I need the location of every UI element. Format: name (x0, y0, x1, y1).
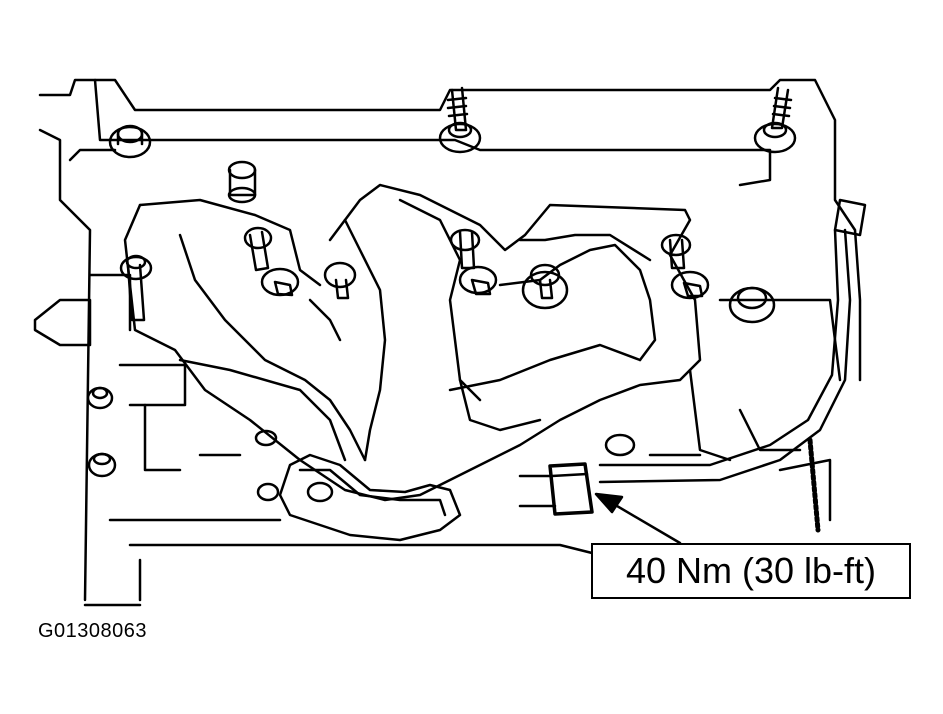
top-stud-right (753, 86, 797, 154)
manifold-stud-6 (660, 233, 710, 300)
manifold-stud-5 (521, 263, 569, 310)
engine-block-outline (33, 78, 862, 607)
manifold-stud-2 (243, 226, 300, 297)
upper-boss (227, 160, 257, 204)
figure-id-label: G01308063 (38, 620, 148, 642)
bracket-nut-upper (86, 386, 114, 410)
torque-callout-label: 40 Nm (30 lb-ft) (591, 543, 911, 599)
fitting-highlight (518, 462, 594, 516)
callout-arrow (594, 492, 682, 545)
ring-gear-edge (807, 437, 821, 533)
exhaust-manifold (123, 183, 702, 502)
bracket-nut-lower (87, 452, 117, 478)
top-stud-center (438, 86, 482, 154)
tube-line (598, 198, 867, 484)
manifold-stud-4 (449, 228, 498, 296)
block-bolt-large (728, 286, 776, 324)
manifold-stud-1 (119, 254, 153, 322)
manifold-stud-3 (323, 261, 357, 300)
top-bolt-left (108, 124, 152, 159)
manifold-outlet-flange (254, 429, 636, 542)
